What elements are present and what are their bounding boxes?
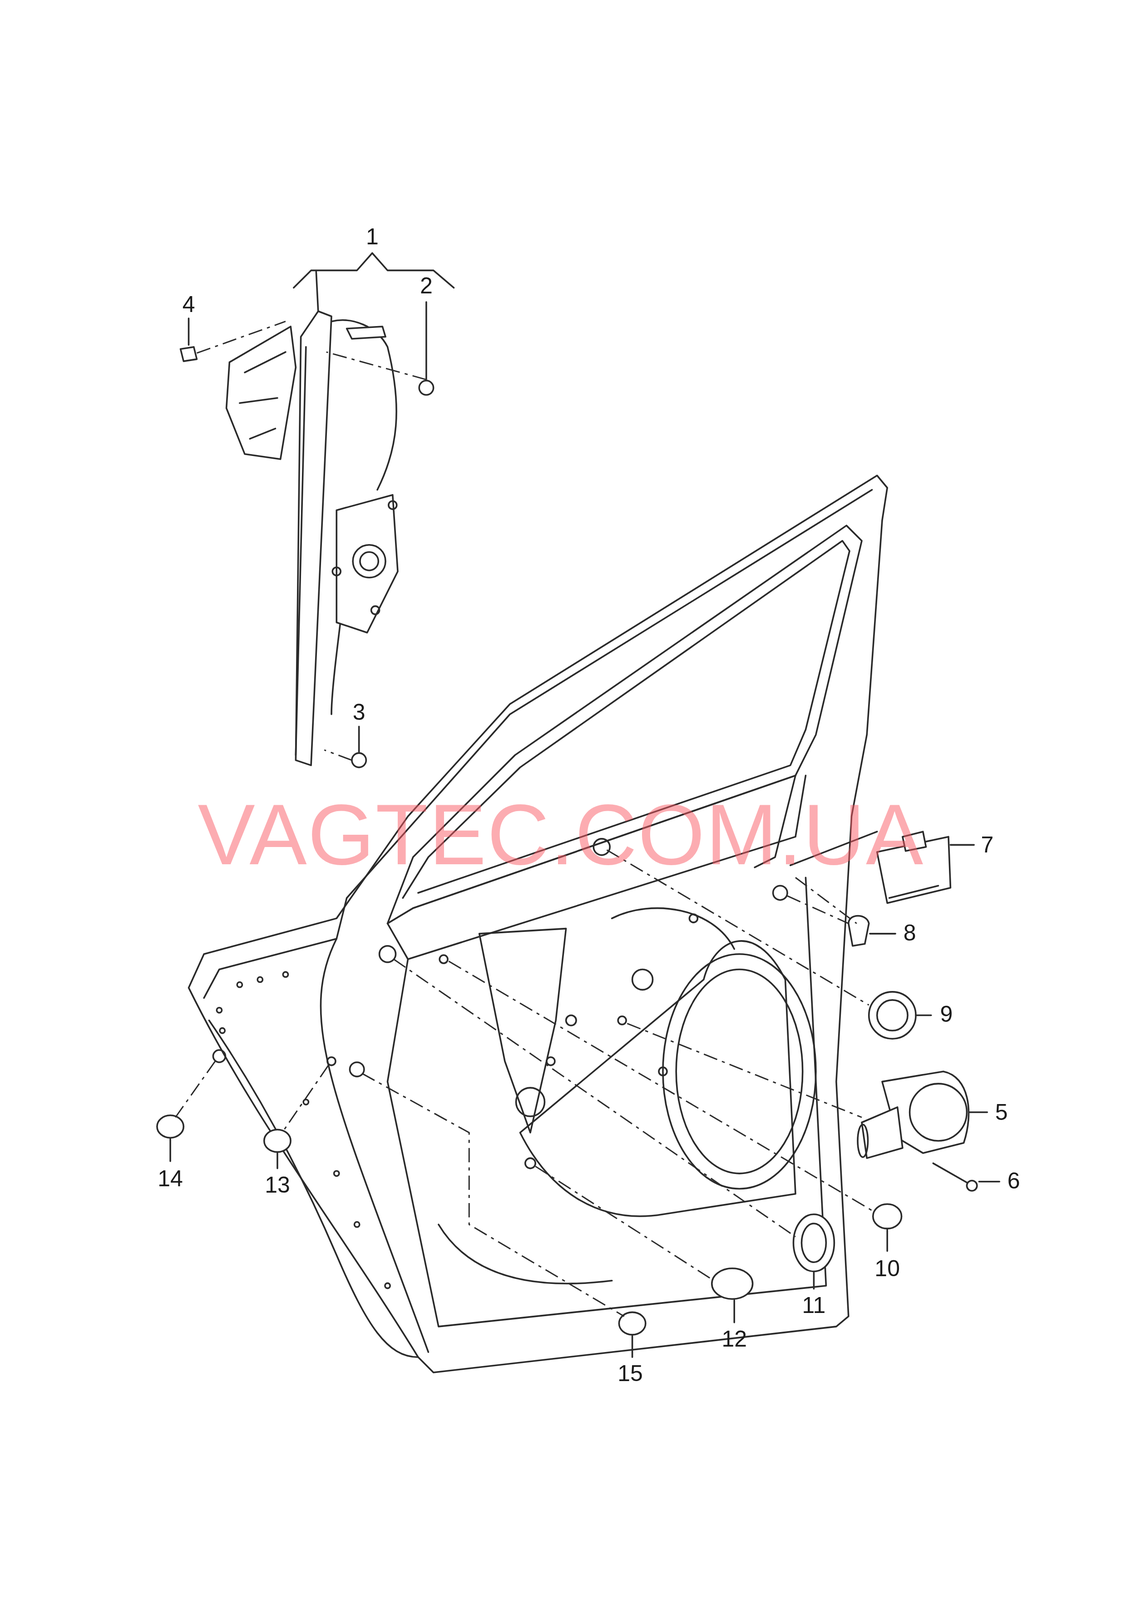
callout-number: 6 <box>1007 1169 1021 1192</box>
callout-number: 1 <box>365 225 379 248</box>
callout-number: 13 <box>264 1173 291 1196</box>
callout-number: 12 <box>721 1327 747 1350</box>
callout-number: 5 <box>995 1100 1008 1124</box>
callout-number: 14 <box>157 1166 183 1190</box>
callout-number: 10 <box>874 1256 900 1280</box>
callout-number: 11 <box>801 1293 826 1317</box>
callout-number: 2 <box>419 274 433 297</box>
callout-number: 3 <box>352 700 366 724</box>
callout-number: 8 <box>903 921 917 944</box>
callout-number: 9 <box>940 1002 954 1026</box>
callout-number: 4 <box>182 292 196 316</box>
watermark: VAGTEC.COM.UA <box>197 791 924 878</box>
callout-number: 15 <box>617 1361 643 1385</box>
callout-number: 7 <box>980 833 994 856</box>
